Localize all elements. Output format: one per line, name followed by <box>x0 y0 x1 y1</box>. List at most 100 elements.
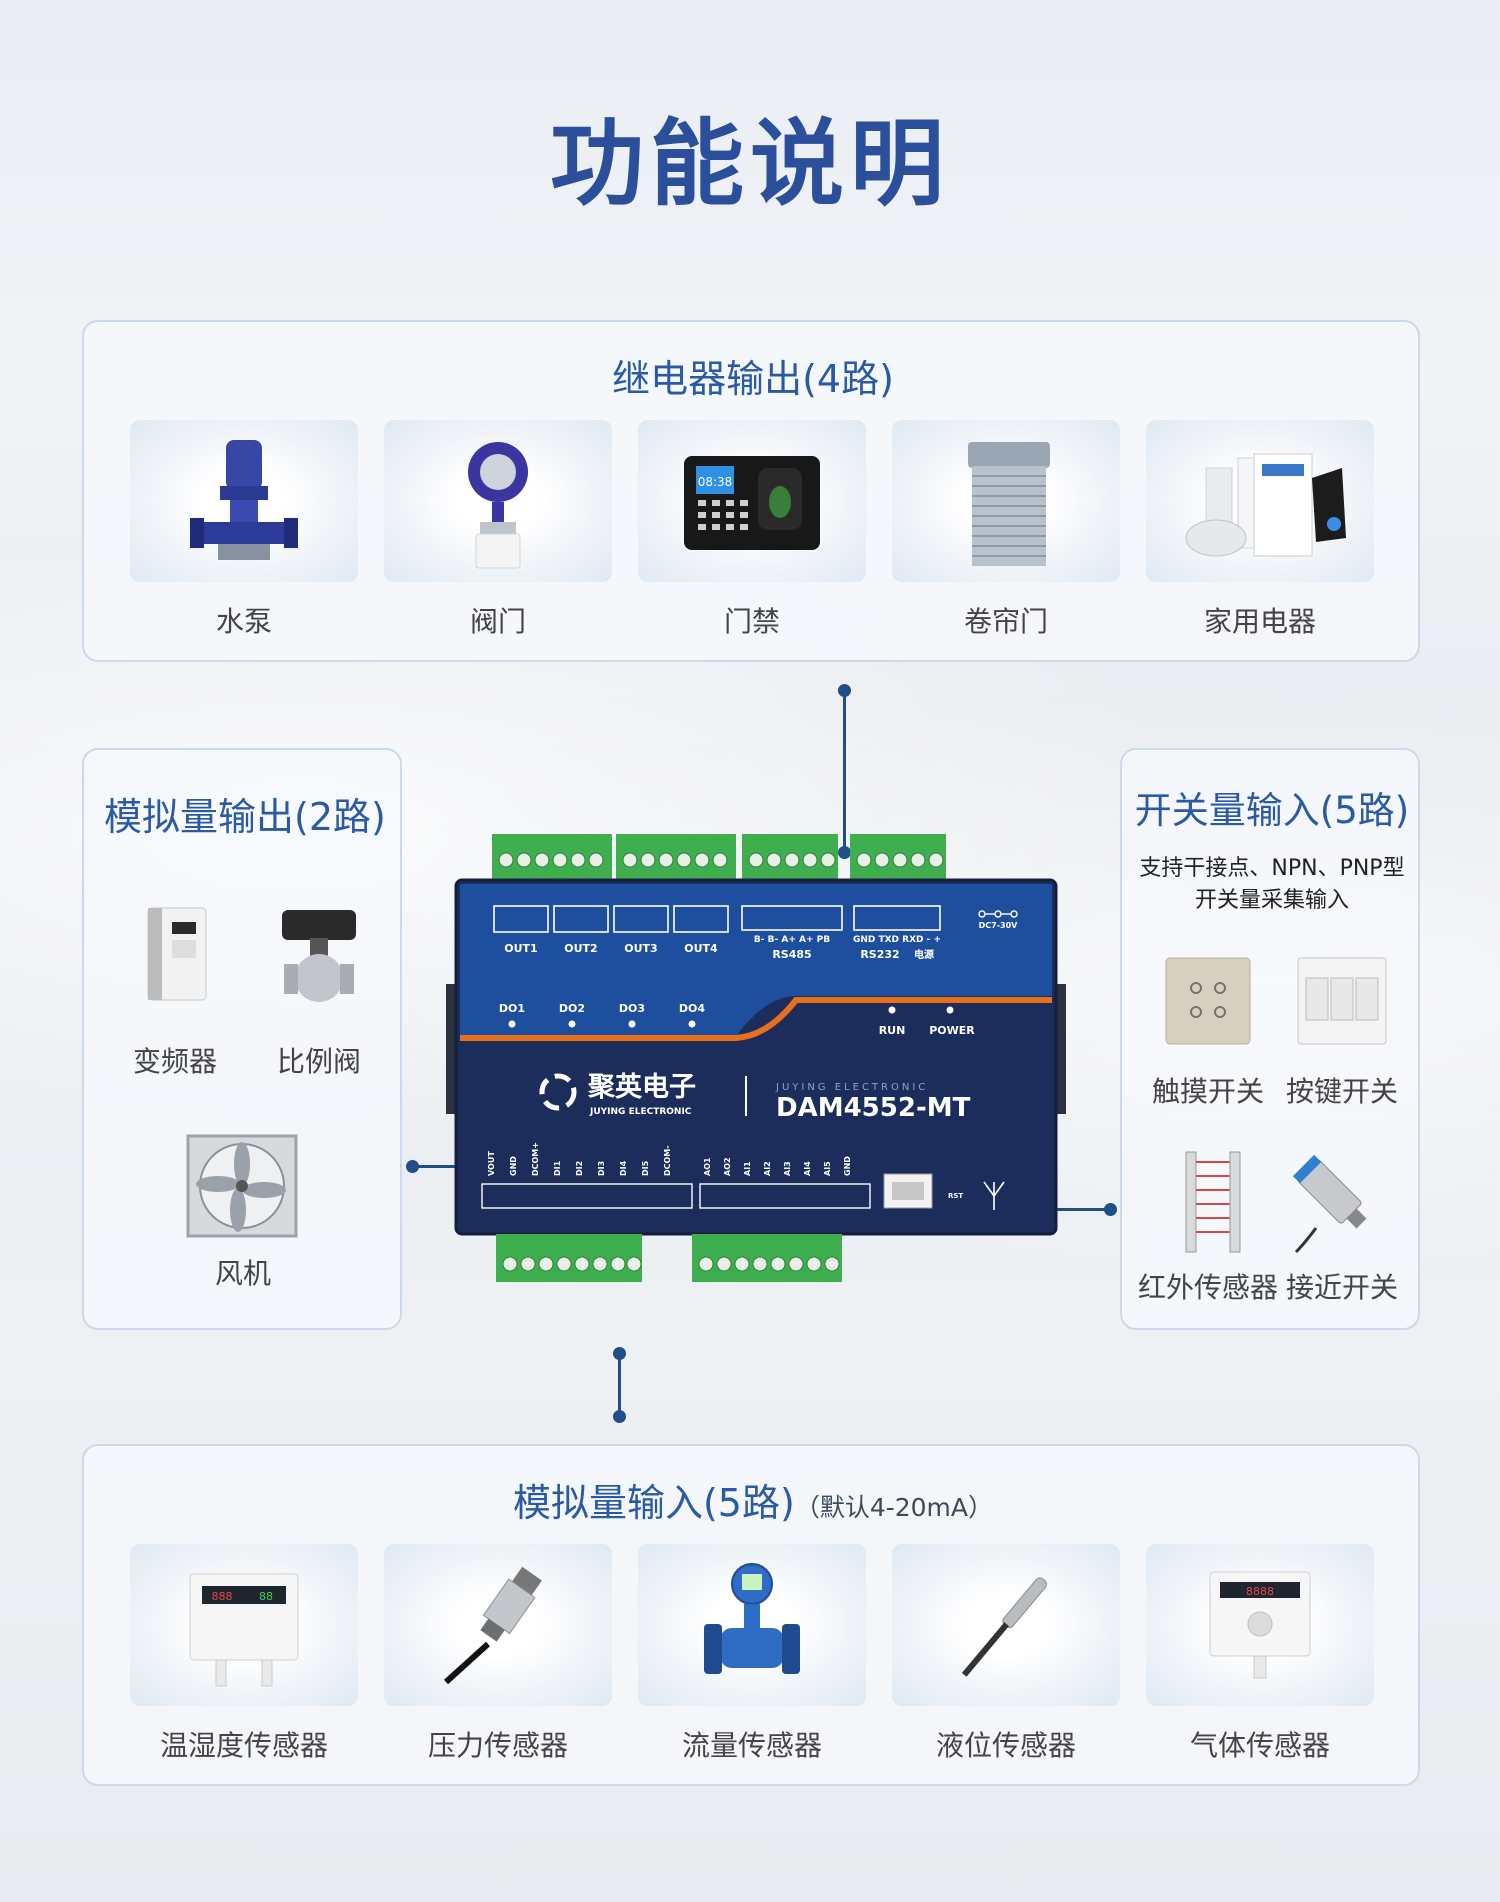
relay-output-title: 继电器输出(4路) <box>612 357 894 401</box>
level-sensor-card <box>892 1544 1120 1706</box>
relay-output-panel: 继电器输出(4路) 水泵 阀门 08:38 <box>82 320 1420 662</box>
analog-output-item-label: 变频器 <box>132 1045 217 1078</box>
analog-output-item-label: 风机 <box>214 1257 271 1290</box>
digital-input-item-label: 红外传感器 <box>1137 1271 1278 1304</box>
dam4552-device: OUT1 OUT2 OUT3 OUT4 DO1 DO2 DO3 DO4 B- B… <box>446 834 1066 1282</box>
proportional-valve-icon <box>282 910 356 1002</box>
relay-label: OUT2 <box>564 942 597 955</box>
brand-logo-icon <box>539 1073 577 1111</box>
access-control-icon: 08:38 <box>684 456 820 550</box>
connector-line <box>412 1165 488 1168</box>
pin-label: DCOM- <box>663 1145 672 1176</box>
run-led-label: RUN <box>879 1024 906 1037</box>
button-switch-icon <box>1297 957 1387 1045</box>
pin-label: AI1 <box>743 1161 752 1176</box>
pin-label: AI4 <box>803 1161 812 1176</box>
proximity-switch-icon <box>1292 1154 1367 1254</box>
svg-text:08:38: 08:38 <box>698 475 733 489</box>
device-model: DAM4552-MT <box>776 1093 971 1123</box>
antenna-icon <box>983 1181 1005 1210</box>
pin-label: DI4 <box>619 1160 628 1176</box>
svg-text:888: 888 <box>212 1590 233 1603</box>
do-label: DO4 <box>679 1002 705 1015</box>
brand-name-cn: 聚英电子 <box>587 1072 696 1103</box>
rst-label: RST <box>948 1192 963 1200</box>
analog-input-subtitle: （默认4-20mA） <box>794 1493 994 1522</box>
water-pump-card <box>130 420 358 582</box>
pin-label: AI3 <box>783 1161 792 1176</box>
analog-output-item-label: 比例阀 <box>276 1045 361 1078</box>
connector-dot <box>613 1410 626 1423</box>
relay-label: OUT1 <box>504 942 537 955</box>
pin-label: DCOM+ <box>531 1142 540 1176</box>
temp-humidity-sensor-icon: 888 88 <box>189 1573 299 1687</box>
pin-label: AO2 <box>723 1157 732 1176</box>
access-control-card: 08:38 <box>638 420 866 582</box>
digital-input-item-label: 接近开关 <box>1285 1271 1398 1304</box>
valve-card <box>384 420 612 582</box>
rs485-label: RS485 <box>772 948 811 961</box>
power-led-label: POWER <box>929 1024 975 1037</box>
svg-text:88: 88 <box>259 1590 273 1603</box>
connector-dot <box>1104 1203 1117 1216</box>
roller-door-card <box>892 420 1120 582</box>
pin-label: AI2 <box>763 1161 772 1176</box>
relay-item-label: 门禁 <box>723 605 780 638</box>
connector-dot <box>838 846 851 859</box>
flow-sensor-icon <box>704 1563 800 1674</box>
digital-input-item-label: 触摸开关 <box>1151 1075 1264 1108</box>
relay-symbols <box>493 905 729 933</box>
digital-input-title: 开关量输入(5路) <box>1134 789 1410 832</box>
home-appliance-icon <box>1185 453 1346 557</box>
rs232-pins: GND TXD RXD - + <box>853 935 941 945</box>
fan-icon <box>186 1134 298 1238</box>
butterfly-valve-icon <box>468 442 528 569</box>
brand-name-en-spaced: JUYING ELECTRONIC <box>775 1082 928 1093</box>
analog-input-item-label: 流量传感器 <box>681 1729 822 1762</box>
dc-polarity-icon <box>978 910 1018 918</box>
pin-label: AO1 <box>703 1157 712 1176</box>
page-title: 功能说明 <box>549 110 950 219</box>
analog-input-title: 模拟量输入(5路)（默认4-20mA） <box>84 1472 1422 1527</box>
relay-item-label: 水泵 <box>215 605 272 638</box>
pin-label: DI1 <box>553 1160 562 1176</box>
connector-line <box>1030 1208 1108 1211</box>
ethernet-port-icon <box>883 1173 933 1209</box>
gas-sensor-card: 8888 <box>1146 1544 1374 1706</box>
digital-input-desc: 支持干接点、NPN、PNP型 <box>1139 856 1405 881</box>
svg-text:8888: 8888 <box>1246 1585 1274 1598</box>
relay-item-label: 阀门 <box>469 605 526 638</box>
connector-line <box>618 1353 621 1415</box>
pin-label: GND <box>509 1156 518 1176</box>
digital-input-item-label: 按键开关 <box>1285 1075 1398 1108</box>
digital-input-panel: 开关量输入(5路) 支持干接点、NPN、PNP型 开关量采集输入 触摸开关 按键… <box>1120 748 1420 1330</box>
do-label: DO3 <box>619 1002 645 1015</box>
power-terminal-label: 电源 <box>914 948 934 961</box>
pressure-sensor-icon <box>443 1566 542 1685</box>
rs485-pins: B- B- A+ A+ PB <box>754 935 830 945</box>
analog-input-title-main: 模拟量输入(5路) <box>512 1481 795 1525</box>
inverter-icon <box>147 907 207 1001</box>
relay-label: OUT4 <box>684 942 718 955</box>
water-pump-icon <box>190 440 298 560</box>
infrared-sensor-icon <box>1185 1151 1241 1253</box>
relay-item-label: 家用电器 <box>1203 605 1316 638</box>
analog-input-item-label: 压力传感器 <box>427 1729 568 1762</box>
touch-switch-icon <box>1165 957 1251 1045</box>
analog-output-title: 模拟量输出(2路) <box>104 795 386 839</box>
pin-label: DI3 <box>597 1161 606 1176</box>
analog-input-item-label: 温湿度传感器 <box>159 1729 328 1762</box>
pin-label: DI5 <box>641 1160 650 1176</box>
pin-label: AI5 <box>823 1161 832 1176</box>
pin-label: DI2 <box>575 1161 584 1176</box>
bottom-left-pin-labels: VOUT GND DCOM+ DI1 DI2 DI3 DI4 DI5 DCOM- <box>487 1142 672 1176</box>
do-label: DO2 <box>559 1002 585 1015</box>
pin-label: VOUT <box>487 1151 496 1176</box>
connector-line <box>843 690 846 850</box>
flow-sensor-card <box>638 1544 866 1706</box>
do-label: DO1 <box>499 1002 525 1015</box>
relay-item-label: 卷帘门 <box>963 605 1048 638</box>
rs232-label: RS232 <box>860 948 899 961</box>
gas-sensor-icon: 8888 <box>1209 1571 1311 1679</box>
analog-output-panel: 模拟量输出(2路) 变频器 比例阀 风机 <box>82 748 402 1330</box>
